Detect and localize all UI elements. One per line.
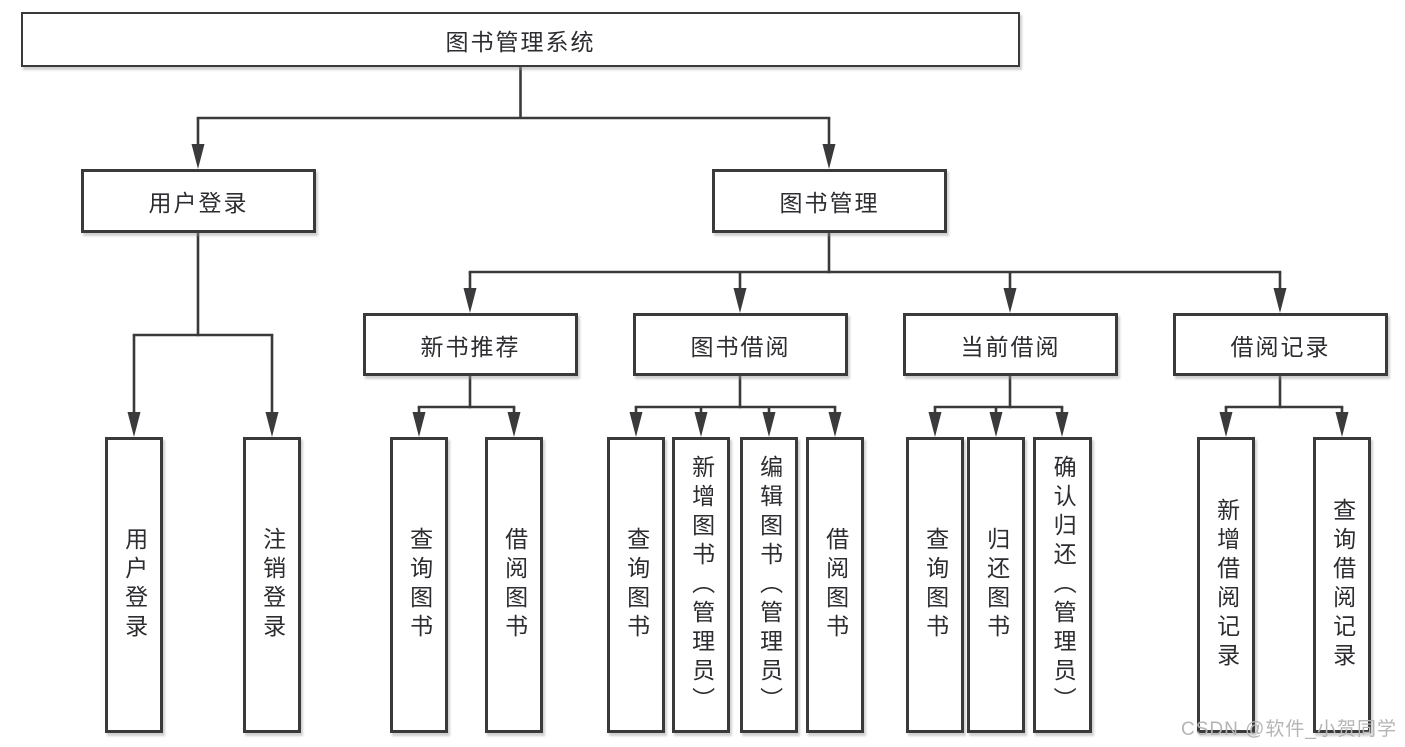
leaf-add-borrow-record: 新增借阅记录 [1197, 437, 1255, 733]
leaf-query-borrow-record: 查询借阅记录 [1313, 437, 1371, 733]
leaf-label: 借阅图书 [822, 527, 849, 643]
csdn-watermark: CSDN @软件_小贺同学 [1181, 719, 1397, 740]
leaf-label: 查询图书 [922, 527, 949, 643]
leaf-borrow-books-recommend: 借阅图书 [485, 437, 543, 733]
leaf-borrow-books: 借阅图书 [806, 437, 864, 733]
leaf-label: 新增借阅记录 [1213, 498, 1240, 672]
leaf-label: 用户登录 [121, 527, 148, 643]
leaf-label: 查询图书 [623, 527, 650, 643]
node-book-management: 图书管理 [712, 169, 947, 233]
leaf-label: 确认归还（管理员） [1050, 454, 1077, 716]
leaf-logout: 注销登录 [243, 437, 301, 733]
node-user-login: 用户登录 [81, 169, 316, 233]
node-label: 图书管理 [779, 190, 880, 216]
leaf-label: 查询借阅记录 [1329, 498, 1356, 672]
leaf-label: 归还图书 [983, 527, 1010, 643]
node-book-borrow: 图书借阅 [633, 313, 848, 376]
node-label: 图书借阅 [690, 333, 791, 360]
node-current-borrow: 当前借阅 [903, 313, 1118, 376]
node-new-book-recommend: 新书推荐 [363, 313, 578, 376]
node-label: 图书管理系统 [445, 28, 596, 55]
leaf-confirm-return-admin: 确认归还（管理员） [1033, 437, 1092, 733]
node-label: 新书推荐 [420, 333, 521, 360]
node-borrow-records: 借阅记录 [1173, 313, 1388, 376]
leaf-query-books-current: 查询图书 [906, 437, 964, 733]
leaf-query-books-borrow: 查询图书 [607, 437, 665, 733]
leaf-label: 查询图书 [406, 527, 433, 643]
leaf-label: 注销登录 [259, 527, 286, 643]
leaf-label: 借阅图书 [501, 527, 528, 643]
leaf-label: 编辑图书（管理员） [756, 454, 783, 716]
leaf-query-books-recommend: 查询图书 [390, 437, 448, 733]
leaf-add-books-admin: 新增图书（管理员） [672, 437, 730, 733]
leaf-edit-books-admin: 编辑图书（管理员） [740, 437, 798, 733]
node-root-library-system: 图书管理系统 [21, 12, 1020, 67]
leaf-label: 新增图书（管理员） [688, 454, 715, 716]
node-label: 当前借阅 [960, 333, 1061, 360]
leaf-user-login: 用户登录 [105, 437, 163, 733]
node-label: 用户登录 [148, 190, 249, 216]
node-label: 借阅记录 [1230, 333, 1331, 360]
leaf-return-books: 归还图书 [967, 437, 1025, 733]
